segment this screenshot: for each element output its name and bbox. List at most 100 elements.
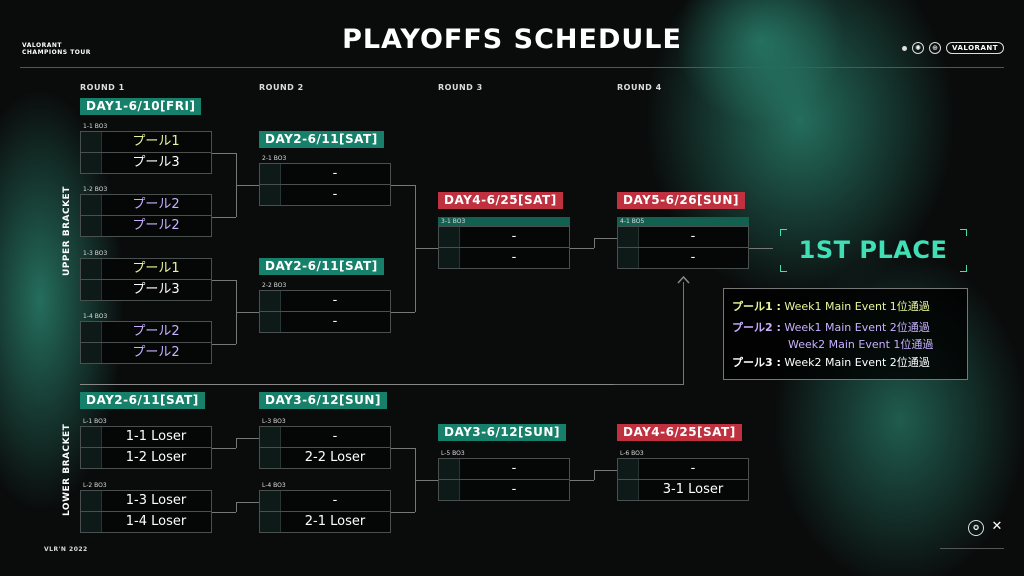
- team-name: -: [690, 229, 696, 244]
- connector-line: [391, 448, 415, 449]
- match-l-2[interactable]: L-2 BO3 1-3 Loser 1-4 Loser: [80, 481, 212, 533]
- team-name: 1-4 Loser: [125, 514, 187, 529]
- match-3-1[interactable]: 3-1 BO3 - -: [438, 217, 570, 269]
- match-l-4[interactable]: L-4 BO3 - 2-1 Loser: [259, 481, 391, 533]
- match-1-2[interactable]: 1-2 BO3 プール2 プール2: [80, 185, 212, 237]
- team-name: -: [332, 187, 338, 202]
- partner-badge-icon: ✪: [968, 520, 984, 536]
- team-name: プール3: [132, 155, 180, 170]
- team-slot: プール2: [80, 215, 212, 237]
- bracket-divider: [80, 384, 614, 385]
- team-name: -: [511, 229, 517, 244]
- corner-mark: [780, 265, 787, 272]
- team-name: -: [332, 493, 338, 508]
- team-slot: プール1: [80, 131, 212, 153]
- match-label: L-5 BO3: [441, 450, 465, 457]
- footer-divider: [940, 548, 1004, 549]
- legend-key: プール3 :: [732, 356, 781, 369]
- team-slot: -: [438, 479, 570, 501]
- round-label-1: ROUND 1: [80, 83, 125, 92]
- day-label: DAY4-6/25[SAT]: [617, 424, 742, 441]
- day-label: DAY2-6/11[SAT]: [259, 258, 384, 275]
- match-label: 4-1 BO5: [617, 217, 749, 227]
- match-l-3[interactable]: L-3 BO3 - 2-2 Loser: [259, 417, 391, 469]
- connector-line: [212, 217, 236, 218]
- day-label: DAY5-6/26[SUN]: [617, 192, 745, 209]
- legend-pool2-line2: Week2 Main Event 1位通過: [788, 336, 933, 352]
- corner-mark: [960, 229, 967, 236]
- match-label: 1-3 BO3: [83, 250, 108, 257]
- connector-line: [415, 248, 438, 249]
- legend-value: Week2 Main Event 1位通過: [788, 338, 934, 351]
- team-name: -: [332, 166, 338, 181]
- connector-line: [236, 502, 259, 503]
- legend-value: Week2 Main Event 2位通過: [784, 356, 930, 369]
- team-name: 2-1 Loser: [304, 514, 366, 529]
- match-1-4[interactable]: 1-4 BO3 プール2 プール2: [80, 312, 212, 364]
- vct-emblem-icon: ✕: [991, 519, 1003, 534]
- legend-pool2: プール2 : Week1 Main Event 2位通過: [732, 319, 930, 335]
- match-l-6[interactable]: L-6 BO3 - 3-1 Loser: [617, 449, 749, 501]
- legend-key: プール1 :: [732, 300, 781, 313]
- connector-line: [236, 438, 259, 439]
- upper-bracket-label: UPPER BRACKET: [62, 186, 72, 276]
- match-1-1[interactable]: 1-1 BO3 プール1 プール3: [80, 122, 212, 174]
- match-2-1[interactable]: 2-1 BO3 - -: [259, 154, 391, 206]
- match-4-1[interactable]: 4-1 BO5 - -: [617, 217, 749, 269]
- team-name: -: [332, 314, 338, 329]
- team-name: プール2: [132, 345, 180, 360]
- match-l-5[interactable]: L-5 BO3 - -: [438, 449, 570, 501]
- day-label: DAY3-6/12[SUN]: [259, 392, 387, 409]
- team-slot: -: [259, 426, 391, 448]
- team-slot: プール2: [80, 321, 212, 343]
- day-label: DAY3-6/12[SUN]: [438, 424, 566, 441]
- connector-line: [236, 185, 259, 186]
- team-name: -: [690, 250, 696, 265]
- team-slot: -: [617, 247, 749, 269]
- connector-line: [212, 448, 236, 449]
- day-label: DAY2-6/11[SAT]: [80, 392, 205, 409]
- team-name: プール2: [132, 218, 180, 233]
- day-label: DAY2-6/11[SAT]: [259, 131, 384, 148]
- team-name: 2-2 Loser: [304, 450, 366, 465]
- connector-line: [594, 470, 595, 480]
- connector-line: [212, 280, 236, 281]
- round-label-2: ROUND 2: [259, 83, 304, 92]
- match-label: 2-1 BO3: [262, 155, 287, 162]
- footer-logos: ✪ ✕: [968, 520, 1004, 536]
- team-name: -: [511, 461, 517, 476]
- match-2-2[interactable]: 2-2 BO3 - -: [259, 281, 391, 333]
- match-label: 1-4 BO3: [83, 313, 108, 320]
- day-label: DAY1-6/10[FRI]: [80, 98, 202, 115]
- connector-line: [212, 344, 236, 345]
- team-slot: -: [259, 311, 391, 333]
- corner-mark: [780, 229, 787, 236]
- team-name: -: [690, 461, 696, 476]
- vct-logo: VALORANT CHAMPIONS TOUR: [22, 42, 91, 56]
- team-name: 1-2 Loser: [125, 450, 187, 465]
- team-slot: -: [438, 226, 570, 248]
- legend-key: プール2 :: [732, 321, 781, 334]
- team-slot: -: [617, 458, 749, 480]
- brand-line-1: VALORANT: [22, 42, 62, 49]
- team-slot: -: [438, 247, 570, 269]
- team-slot: -: [617, 226, 749, 248]
- legend-pool1: プール1 : Week1 Main Event 1位通過: [732, 298, 930, 314]
- match-1-3[interactable]: 1-3 BO3 プール1 プール3: [80, 249, 212, 301]
- match-l-1[interactable]: L-1 BO3 1-1 Loser 1-2 Loser: [80, 417, 212, 469]
- header-divider: [20, 67, 1004, 68]
- team-slot: -: [259, 290, 391, 312]
- first-place-label: 1ST PLACE: [798, 236, 948, 264]
- team-slot: 1-2 Loser: [80, 447, 212, 469]
- match-label: L-3 BO3: [262, 418, 286, 425]
- team-slot: 1-1 Loser: [80, 426, 212, 448]
- team-slot: プール2: [80, 194, 212, 216]
- corner-mark: [960, 265, 967, 272]
- connector-line: [212, 512, 236, 513]
- connector-line: [594, 470, 617, 471]
- legend-pool3: プール3 : Week2 Main Event 2位通過: [732, 354, 930, 370]
- connector-line: [236, 438, 237, 448]
- team-name: プール1: [132, 261, 180, 276]
- team-name: プール2: [132, 197, 180, 212]
- team-name: -: [332, 429, 338, 444]
